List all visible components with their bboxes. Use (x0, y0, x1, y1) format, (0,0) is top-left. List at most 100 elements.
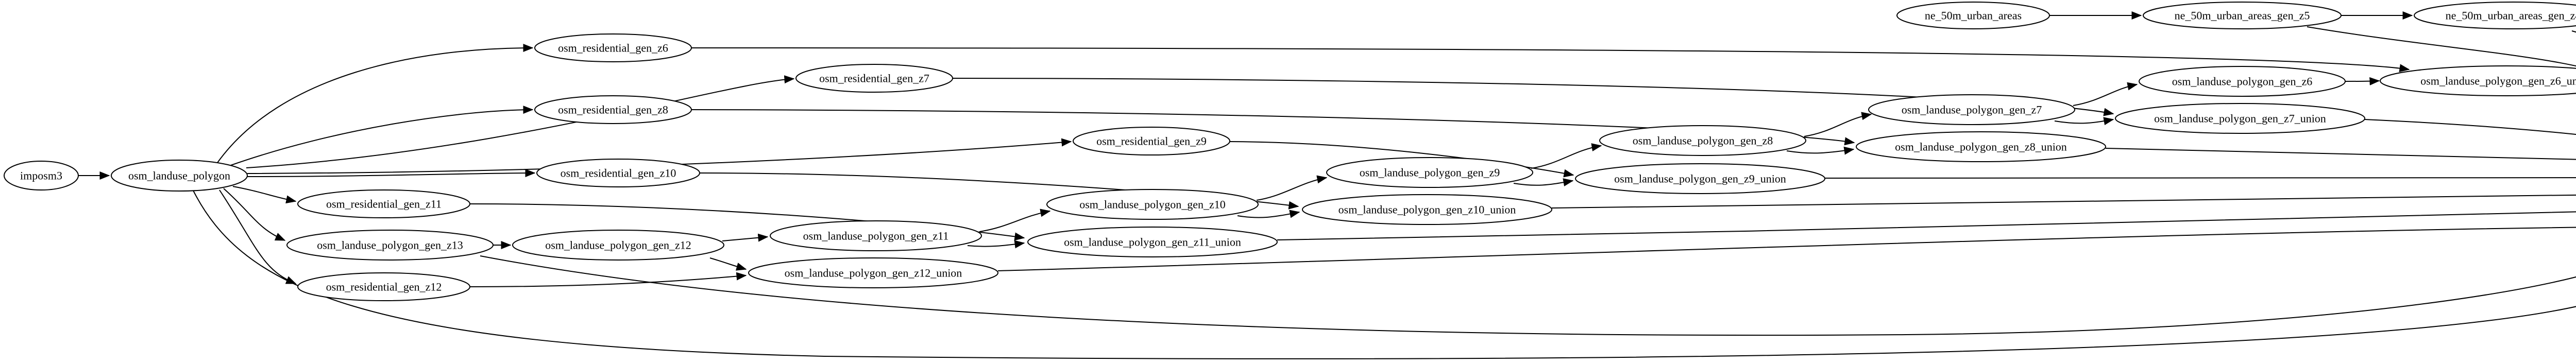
node-osm_landuse_polygon: osm_landuse_polygon (111, 160, 248, 192)
edge-osm_landuse_polygon_gen_z11--osm_landuse_polygon_gen_z10 (979, 209, 1051, 232)
node-ellipse-osm_residential_gen_z12 (297, 272, 470, 301)
edge-osm_landuse_polygon_gen_z8--osm_landuse_polygon_gen_z8_union (1786, 146, 1855, 155)
node-ellipse-osm_landuse_polygon_gen_z6_union (2380, 65, 2576, 96)
node-osm_residential_gen_z12: osm_residential_gen_z12 (297, 272, 470, 301)
node-label-osm_landuse_polygon_gen_z8_union: osm_landuse_polygon_gen_z8_union (1895, 140, 2067, 153)
node-ellipse-osm_residential_gen_z7 (795, 64, 953, 93)
node-label-osm_residential_gen_z9: osm_residential_gen_z9 (1096, 134, 1207, 147)
node-ne_50m_urban_areas_gen_z4: ne_50m_urban_areas_gen_z4 (2414, 2, 2576, 29)
node-ellipse-osm_landuse_polygon_gen_z11_union (1027, 227, 1278, 257)
node-ellipse-osm_landuse_polygon (111, 160, 248, 192)
node-label-osm_residential_gen_z10: osm_residential_gen_z10 (561, 166, 676, 179)
node-osm_residential_gen_z8: osm_residential_gen_z8 (534, 95, 692, 124)
node-ellipse-osm_landuse_polygon_gen_z12 (512, 230, 724, 261)
edge-osm_landuse_polygon_gen_z13--layer_landuse:z13 (480, 255, 2576, 336)
node-ellipse-osm_residential_gen_z10 (536, 159, 700, 187)
node-label-osm_residential_gen_z11: osm_residential_gen_z11 (326, 197, 442, 210)
edge-osm_landuse_polygon_gen_z9--osm_landuse_polygon_gen_z9_union (1513, 178, 1574, 187)
node-osm_landuse_polygon_gen_z9: osm_landuse_polygon_gen_z9 (1326, 157, 1533, 188)
node-label-osm_residential_gen_z7: osm_residential_gen_z7 (819, 72, 929, 84)
nodes-layer: imposm3 osm_landuse_polygon osm_residentia… (4, 2, 2576, 301)
edges-layer (78, 11, 2576, 359)
edge-osm_landuse_polygon--osm_residential_gen_z6 (217, 44, 534, 163)
node-label-osm_landuse_polygon_gen_z10: osm_landuse_polygon_gen_z10 (1079, 198, 1226, 211)
node-label-osm_landuse_polygon_gen_z6: osm_landuse_polygon_gen_z6 (2172, 75, 2313, 88)
node-osm_landuse_polygon_gen_z10: osm_landuse_polygon_gen_z10 (1046, 189, 1259, 220)
node-label-osm_landuse_polygon_gen_z7_union: osm_landuse_polygon_gen_z7_union (2154, 112, 2326, 125)
node-osm_landuse_polygon_gen_z7_union: osm_landuse_polygon_gen_z7_union (2115, 103, 2365, 134)
node-ellipse-osm_landuse_polygon_gen_z7 (1868, 94, 2075, 125)
edge-osm_landuse_polygon_gen_z12_union--layer_landuse:z12 (997, 227, 2576, 271)
node-ellipse-osm_residential_gen_z9 (1073, 127, 1230, 155)
edge-osm_landuse_polygon_gen_z10--osm_landuse_polygon_gen_z9 (1256, 175, 1328, 201)
node-ellipse-osm_landuse_polygon_gen_z8 (1599, 125, 1806, 156)
node-ellipse-osm_landuse_polygon_gen_z10_union (1302, 194, 1552, 225)
node-osm_landuse_polygon_gen_z7: osm_landuse_polygon_gen_z7 (1868, 94, 2075, 125)
node-label-osm_landuse_polygon_gen_z8: osm_landuse_polygon_gen_z8 (1633, 134, 1773, 147)
edge-osm_landuse_polygon_gen_z11--osm_landuse_polygon_gen_z11_union (967, 240, 1025, 249)
node-ellipse-osm_landuse_polygon_gen_z8_union (1856, 131, 2106, 162)
edge-osm_landuse_polygon_gen_z9_union--layer_landuse:z9 (1824, 177, 2576, 179)
node-label-osm_residential_gen_z12: osm_residential_gen_z12 (326, 280, 442, 293)
node-ne_50m_urban_areas_gen_z5: ne_50m_urban_areas_gen_z5 (2143, 2, 2342, 29)
node-osm_landuse_polygon_gen_z8: osm_landuse_polygon_gen_z8 (1599, 125, 1806, 156)
node-label-osm_residential_gen_z6: osm_residential_gen_z6 (558, 41, 668, 54)
edge-osm_landuse_polygon--osm_residential_gen_z11 (232, 186, 297, 204)
edge-osm_landuse_polygon_gen_z11_union--layer_landuse:z11 (1277, 211, 2576, 240)
node-osm_landuse_polygon_gen_z12_union: osm_landuse_polygon_gen_z12_union (748, 257, 998, 288)
node-ellipse-ne_50m_urban_areas_gen_z4 (2414, 2, 2576, 29)
node-osm_landuse_polygon_gen_z10_union: osm_landuse_polygon_gen_z10_union (1302, 194, 1552, 225)
edge-osm_residential_gen_z9--osm_landuse_polygon_gen_z9_union (1229, 141, 1574, 178)
node-ellipse-osm_residential_gen_z8 (534, 95, 692, 124)
edge-osm_residential_gen_z12--osm_landuse_polygon_gen_z12_union (469, 272, 747, 287)
edge-osm_landuse_polygon_gen_z9--osm_landuse_polygon_gen_z8 (1531, 143, 1602, 169)
edge-osm_landuse_polygon_gen_z8--osm_landuse_polygon_gen_z7 (1804, 112, 1872, 137)
edge-osm_landuse_polygon--osm_residential_gen_z12 (219, 189, 297, 284)
node-osm_landuse_polygon_gen_z8_union: osm_landuse_polygon_gen_z8_union (1856, 131, 2106, 162)
node-osm_landuse_polygon_gen_z11: osm_landuse_polygon_gen_z11 (770, 220, 982, 251)
node-ellipse-osm_landuse_polygon_gen_z9 (1326, 157, 1533, 188)
node-ellipse-osm_landuse_polygon_gen_z9_union (1575, 163, 1825, 194)
edge-osm_landuse_polygon_gen_z7--osm_landuse_polygon_gen_z6 (2073, 82, 2138, 106)
node-ne_50m_urban_areas: ne_50m_urban_areas (1896, 2, 2050, 29)
node-ellipse-osm_landuse_polygon_gen_z13 (286, 230, 494, 261)
edge-osm_landuse_polygon_gen_z8_union--layer_landuse:z8 (2105, 148, 2576, 160)
node-osm_residential_gen_z11: osm_residential_gen_z11 (297, 189, 470, 218)
node-osm_landuse_polygon_gen_z12: osm_landuse_polygon_gen_z12 (512, 230, 724, 261)
edge-osm_landuse_polygon--osm_residential_gen_z8 (230, 106, 534, 166)
node-label-imposm3: imposm3 (20, 169, 62, 182)
node-osm_residential_gen_z10: osm_residential_gen_z10 (536, 159, 700, 187)
edge-osm_landuse_polygon_gen_z7_union--layer_landuse:z7 (2364, 119, 2576, 135)
node-imposm3: imposm3 (4, 161, 79, 190)
node-ellipse-ne_50m_urban_areas_gen_z5 (2143, 2, 2342, 29)
node-osm_landuse_polygon_gen_z11_union: osm_landuse_polygon_gen_z11_union (1027, 227, 1278, 257)
node-label-osm_landuse_polygon_gen_z7: osm_landuse_polygon_gen_z7 (1902, 103, 2042, 116)
node-osm_residential_gen_z7: osm_residential_gen_z7 (795, 64, 953, 93)
edge-osm_landuse_polygon_gen_z10--osm_landuse_polygon_gen_z10_union (1237, 210, 1300, 218)
edge-osm_residential_gen_z6--osm_landuse_polygon_gen_z6_union (691, 47, 2410, 73)
node-osm_landuse_polygon_gen_z9_union: osm_landuse_polygon_gen_z9_union (1575, 163, 1825, 194)
node-label-ne_50m_urban_areas: ne_50m_urban_areas (1925, 9, 2022, 22)
node-label-osm_landuse_polygon_gen_z10_union: osm_landuse_polygon_gen_z10_union (1338, 203, 1516, 216)
edge-osm_landuse_polygon--layer_landuse:z14+ (192, 189, 2576, 359)
node-label-osm_landuse_polygon: osm_landuse_polygon (128, 169, 230, 182)
node-label-osm_landuse_polygon_gen_z11_union: osm_landuse_polygon_gen_z11_union (1064, 235, 1241, 248)
edge-osm_landuse_polygon_gen_z12--osm_landuse_polygon_gen_z11 (722, 233, 769, 242)
node-ellipse-osm_landuse_polygon_gen_z11 (770, 220, 982, 251)
node-ellipse-ne_50m_urban_areas (1896, 2, 2050, 29)
node-label-ne_50m_urban_areas_gen_z5: ne_50m_urban_areas_gen_z5 (2175, 9, 2310, 22)
edge-osm_landuse_polygon_gen_z12--osm_landuse_polygon_gen_z12_union (709, 257, 747, 271)
node-osm_residential_gen_z6: osm_residential_gen_z6 (534, 33, 692, 62)
edge-osm_landuse_polygon--osm_residential_gen_z10 (247, 169, 536, 178)
edge-osm_landuse_polygon--osm_residential_gen_z7 (246, 75, 795, 168)
edge-ne_50m_urban_areas_gen_z5--layer_landuse:z5 (2307, 26, 2576, 67)
node-label-osm_residential_gen_z8: osm_residential_gen_z8 (558, 103, 668, 116)
node-label-osm_landuse_polygon_gen_z9_union: osm_landuse_polygon_gen_z9_union (1614, 172, 1786, 185)
node-osm_landuse_polygon_gen_z6: osm_landuse_polygon_gen_z6 (2139, 66, 2346, 97)
node-label-osm_landuse_polygon_gen_z9: osm_landuse_polygon_gen_z9 (1360, 166, 1500, 179)
node-osm_landuse_polygon_gen_z13: osm_landuse_polygon_gen_z13 (286, 230, 494, 261)
node-label-osm_landuse_polygon_gen_z13: osm_landuse_polygon_gen_z13 (317, 238, 463, 251)
node-label-ne_50m_urban_areas_gen_z4: ne_50m_urban_areas_gen_z4 (2446, 9, 2576, 22)
node-osm_residential_gen_z9: osm_residential_gen_z9 (1073, 127, 1230, 155)
